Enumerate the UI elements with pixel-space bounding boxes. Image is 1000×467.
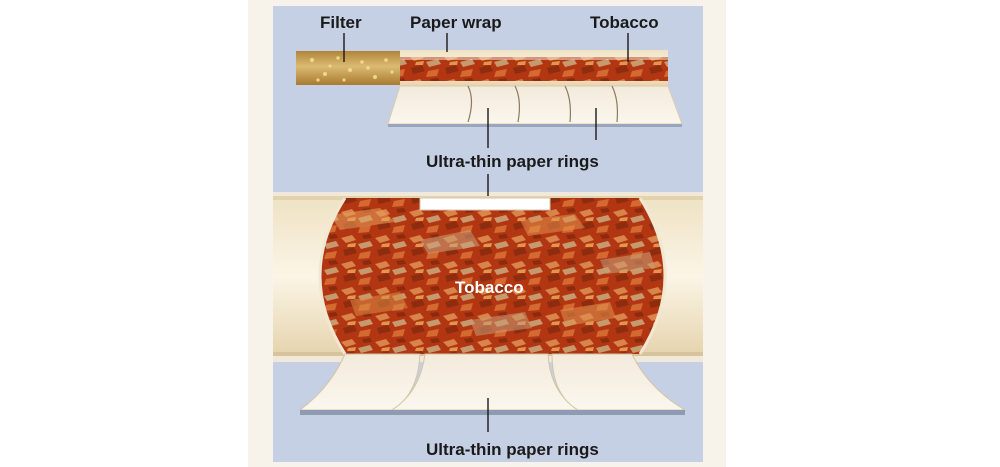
top-labels: Filter Paper wrap Tobacco Ultra-thin pap… [320, 13, 659, 208]
label-tobacco-top: Tobacco [590, 13, 659, 32]
label-filter: Filter [320, 13, 362, 32]
ring-notch-top [419, 197, 551, 211]
label-tobacco-center: Tobacco [455, 278, 524, 297]
tobacco-strip [400, 57, 668, 81]
paper-ring-strip-top [387, 85, 683, 125]
cigarette-small [296, 50, 683, 127]
label-paper-wrap: Paper wrap [410, 13, 502, 32]
label-rings-bottom: Ultra-thin paper rings [426, 440, 599, 459]
label-rings-top: Ultra-thin paper rings [426, 152, 599, 171]
cigarette-cross-section: Tobacco [273, 196, 703, 415]
filter-icon [296, 51, 400, 85]
